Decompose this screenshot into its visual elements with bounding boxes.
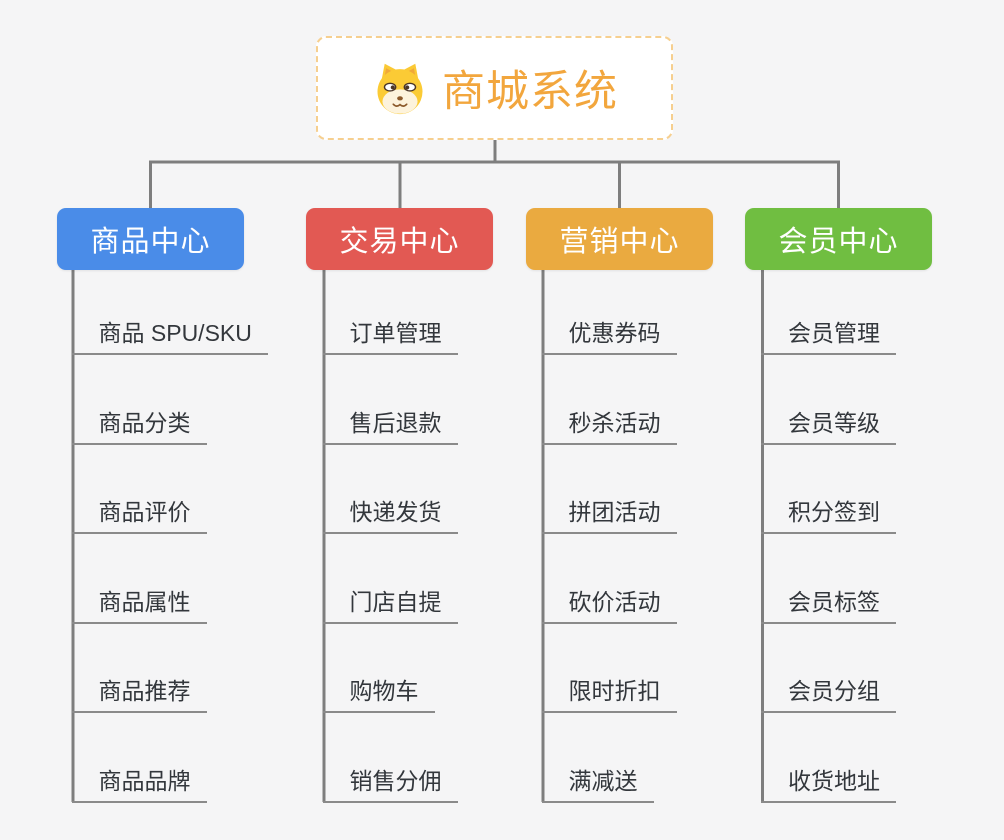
leaf-column-marketing: 优惠券码 秒杀活动 拼团活动 砍价活动 限时折扣 满减送: [541, 318, 677, 803]
leaf-node[interactable]: 快递发货: [322, 497, 458, 535]
branch-label: 商品中心: [90, 226, 211, 258]
leaf-node[interactable]: 门店自提: [322, 587, 458, 624]
leaf-column-product: 商品 SPU/SKU 商品分类 商品评价 商品属性 商品推荐 商品品牌: [71, 318, 268, 803]
leaf-node[interactable]: 商品 SPU/SKU: [71, 318, 268, 355]
leaf-node[interactable]: 限时折扣: [541, 676, 677, 714]
branch-node-member-center[interactable]: 会员中心: [745, 208, 932, 270]
leaf-column-member: 会员管理 会员等级 积分签到 会员标签 会员分组 收货地址: [761, 318, 896, 803]
leaf-node[interactable]: 销售分佣: [322, 766, 458, 803]
leaf-node[interactable]: 售后退款: [322, 408, 458, 445]
branch-node-trade-center[interactable]: 交易中心: [306, 208, 493, 270]
branch-label: 交易中心: [339, 226, 460, 258]
leaf-node[interactable]: 满减送: [541, 766, 654, 803]
leaf-node[interactable]: 订单管理: [322, 318, 458, 355]
root-node-mall-system[interactable]: 商城系统: [316, 36, 673, 140]
branch-label: 会员中心: [778, 226, 899, 258]
branch-label: 营销中心: [559, 226, 680, 258]
leaf-node[interactable]: 拼团活动: [541, 497, 677, 535]
leaf-node[interactable]: 秒杀活动: [541, 408, 677, 445]
leaf-column-trade: 订单管理 售后退款 快递发货 门店自提 购物车 销售分佣: [322, 318, 458, 803]
leaf-node[interactable]: 商品推荐: [71, 676, 207, 714]
dog-face-icon: [377, 63, 423, 115]
leaf-node[interactable]: 商品品牌: [71, 766, 207, 803]
leaf-node[interactable]: 优惠券码: [541, 318, 677, 355]
leaf-node[interactable]: 商品评价: [71, 497, 207, 535]
branch-node-marketing-center[interactable]: 营销中心: [526, 208, 713, 270]
root-title: 商城系统: [442, 68, 618, 116]
leaf-node[interactable]: 会员等级: [761, 408, 896, 445]
leaf-node[interactable]: 购物车: [322, 676, 435, 714]
leaf-node[interactable]: 砍价活动: [541, 587, 677, 624]
leaf-node[interactable]: 商品分类: [71, 408, 207, 445]
leaf-node[interactable]: 商品属性: [71, 587, 207, 624]
leaf-node[interactable]: 会员标签: [761, 587, 896, 624]
branch-node-product-center[interactable]: 商品中心: [57, 208, 244, 270]
leaf-node[interactable]: 会员分组: [761, 676, 896, 714]
leaf-node[interactable]: 会员管理: [761, 318, 896, 355]
leaf-node[interactable]: 积分签到: [761, 497, 896, 535]
leaf-node[interactable]: 收货地址: [761, 766, 896, 803]
